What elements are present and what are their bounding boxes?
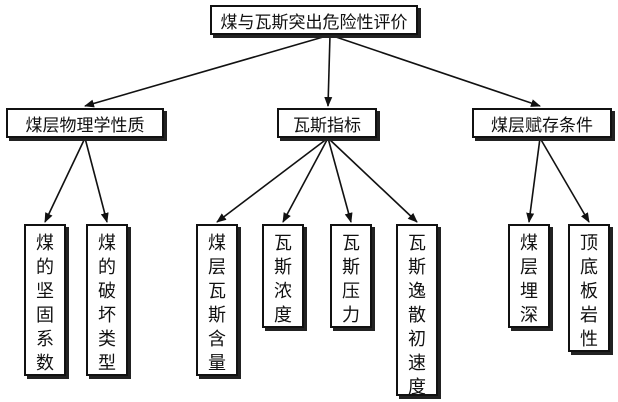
- arrow-group-2-to-leaf-4: [327, 137, 418, 223]
- leaf-node-coal-firmness-coefficient: 煤的坚固系数: [24, 224, 66, 376]
- arrow-group-1-to-leaf-2: [84, 137, 109, 223]
- leaf-node-roof-floor-lithology: 顶底板岩性: [568, 224, 610, 352]
- arrow-group-3-to-leaf-2: [539, 137, 590, 223]
- arrow-group-2-to-leaf-3: [327, 137, 353, 223]
- arrow-group-2-to-leaf-1: [216, 137, 329, 223]
- leaf-label: 瓦斯压力: [341, 233, 360, 326]
- leaf-node-coal-seam-burial-depth: 煤层埋深: [508, 224, 550, 328]
- arrow-root-to-group-3: [329, 34, 541, 107]
- group-node-gas-indicators: 瓦斯指标: [277, 108, 377, 138]
- leaf-node-gas-initial-emission-velocity: 瓦斯逸散初速度: [396, 224, 438, 398]
- leaf-label: 煤的坚固系数: [35, 233, 54, 374]
- arrow-root-to-group-1: [84, 34, 331, 108]
- leaf-label: 煤的破坏类型: [97, 233, 116, 374]
- leaf-node-gas-pressure: 瓦斯压力: [330, 224, 372, 328]
- arrow-group-2-to-leaf-2: [282, 137, 329, 223]
- leaf-label: 顶底板岩性: [579, 233, 598, 350]
- root-label: 煤与瓦斯突出危险性评价: [220, 12, 408, 33]
- leaf-node-coal-seam-gas-content: 煤层瓦斯含量: [196, 224, 238, 376]
- leaf-node-gas-concentration: 瓦斯浓度: [262, 224, 304, 328]
- leaf-label: 瓦斯浓度: [273, 233, 292, 326]
- group-label: 煤层赋存条件: [491, 115, 593, 136]
- root-node: 煤与瓦斯突出危险性评价: [210, 5, 418, 35]
- leaf-label: 煤层埋深: [519, 233, 538, 326]
- arrow-root-to-group-2: [324, 34, 333, 107]
- arrow-group-3-to-leaf-1: [526, 137, 541, 223]
- leaf-label: 煤层瓦斯含量: [207, 233, 226, 374]
- group-label: 煤层物理学性质: [25, 115, 145, 136]
- arrow-group-1-to-leaf-1: [44, 137, 86, 223]
- leaf-label: 瓦斯逸散初速度: [407, 233, 426, 398]
- group-node-coal-physical-properties: 煤层物理学性质: [6, 108, 164, 138]
- group-label: 瓦斯指标: [293, 115, 361, 136]
- group-node-coal-occurrence-conditions: 煤层赋存条件: [472, 108, 612, 138]
- leaf-node-coal-damage-type: 煤的破坏类型: [86, 224, 128, 376]
